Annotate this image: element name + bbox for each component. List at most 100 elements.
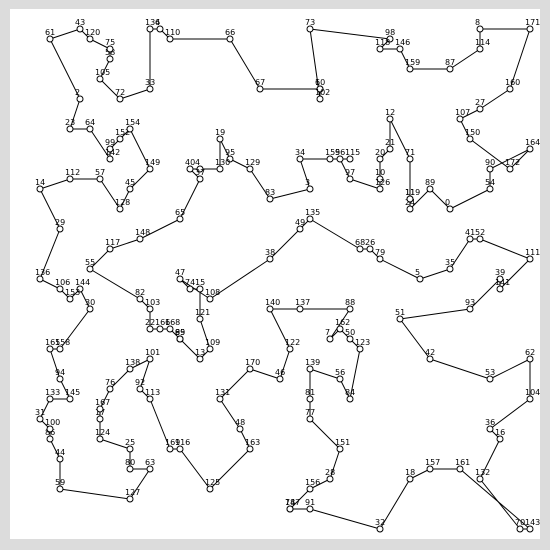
node: 102	[315, 88, 330, 103]
node-label: 122	[285, 338, 300, 347]
node-label: 105	[95, 68, 110, 77]
node-dot	[376, 185, 384, 193]
node-label: 64	[85, 118, 95, 127]
node-label: 163	[245, 438, 260, 447]
edge-122-46	[279, 348, 291, 380]
node-dot	[366, 245, 374, 253]
node-label: 142	[105, 148, 120, 157]
node-label: 112	[65, 168, 80, 177]
node-label: 33	[145, 78, 155, 87]
node: 44	[55, 448, 65, 463]
node-dot	[346, 305, 354, 313]
node: 34	[295, 148, 305, 163]
node: 161	[455, 458, 470, 473]
node: 124	[95, 428, 110, 443]
node-dot	[296, 155, 304, 163]
node: 169	[165, 438, 180, 453]
node: 71	[405, 148, 415, 163]
node: 154	[125, 118, 140, 133]
node-dot	[316, 95, 324, 103]
node: 98	[385, 28, 395, 43]
node-label: 55	[85, 258, 95, 267]
node-label: 65	[175, 208, 185, 217]
node-dot	[276, 375, 284, 383]
edge-63-127	[129, 468, 151, 500]
node-label: 153	[65, 288, 80, 297]
node-dot	[406, 205, 414, 213]
node-label: 21	[385, 138, 395, 147]
node: 143	[525, 518, 540, 533]
edge-44-86	[49, 438, 61, 460]
node-dot	[66, 175, 74, 183]
node: 140	[265, 298, 280, 313]
node-label: 98	[385, 28, 395, 37]
node-dot	[446, 205, 454, 213]
edge-105-72	[99, 78, 121, 100]
node: 37	[195, 168, 205, 183]
node: 115	[345, 148, 360, 163]
node: 171	[525, 18, 540, 33]
node-label: 76	[105, 378, 115, 387]
node-label: 116	[175, 438, 190, 447]
node-dot	[66, 395, 74, 403]
node-dot	[146, 395, 154, 403]
node-label: 72	[115, 88, 125, 97]
node: 96	[335, 148, 345, 163]
node: 2	[75, 88, 84, 103]
node-label: 158	[55, 338, 70, 347]
node: 146	[395, 38, 410, 53]
node-label: 110	[165, 28, 180, 37]
node-label: 127	[125, 488, 140, 497]
node-label: 149	[145, 158, 160, 167]
node-dot	[496, 275, 504, 283]
node-label: 100	[45, 418, 60, 427]
edge-124-25	[99, 438, 131, 450]
node: 19	[215, 128, 225, 143]
edge-2-61	[49, 38, 81, 100]
node-label: 27	[475, 98, 485, 107]
edge-109-121	[199, 318, 211, 350]
node-dot	[526, 525, 534, 533]
node-dot	[396, 45, 404, 53]
node: 65	[175, 208, 185, 223]
edge-35-41	[449, 238, 471, 270]
edge-128-45	[119, 188, 131, 210]
node-label: 109	[205, 338, 220, 347]
node-label: 44	[55, 448, 65, 457]
edge-163-125	[209, 448, 251, 490]
edge-58-105	[99, 58, 111, 80]
edge-149-154	[129, 128, 151, 170]
node-label: 59	[55, 478, 65, 487]
node-label: 102	[315, 88, 330, 97]
node: 43	[75, 18, 85, 33]
node-label: 95	[225, 148, 235, 157]
node-dot	[226, 35, 234, 43]
edge-135-68	[309, 218, 361, 250]
node: 101	[145, 348, 160, 363]
node: 126	[375, 178, 390, 193]
edge-160-27	[479, 88, 511, 110]
node-dot	[206, 295, 214, 303]
node: 16	[495, 428, 505, 443]
node-dot	[396, 315, 404, 323]
edge-53-62	[489, 358, 531, 380]
node: 145	[65, 388, 80, 403]
node-label: 111	[525, 248, 540, 257]
node-label: 145	[65, 388, 80, 397]
node-dot	[306, 365, 314, 373]
node-dot	[86, 305, 94, 313]
node: 7	[325, 328, 334, 343]
node-dot	[146, 465, 154, 473]
node-label: 17	[95, 408, 105, 417]
node-dot	[46, 345, 54, 353]
node: 29	[55, 218, 65, 233]
node-label: 52	[475, 228, 485, 237]
node-label: 160	[505, 78, 520, 87]
node: 88	[345, 298, 355, 313]
node-label: 137	[295, 298, 310, 307]
node-label: 16	[495, 428, 505, 437]
node-label: 41	[465, 228, 475, 237]
edge-84-123	[349, 348, 361, 400]
node-dot	[46, 435, 54, 443]
node-label: 92	[135, 378, 145, 387]
